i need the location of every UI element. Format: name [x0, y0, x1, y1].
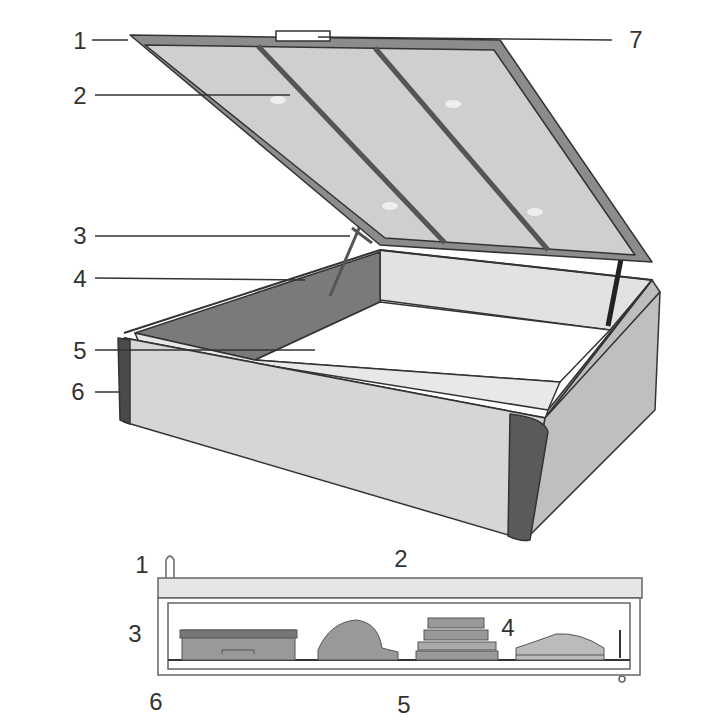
callout-number: 1: [133, 553, 150, 577]
callout-number: 5: [395, 693, 412, 717]
callout-number: 6: [147, 690, 164, 714]
callout-number: 2: [392, 547, 409, 571]
callout-number: 5: [71, 339, 88, 363]
callout-number: 3: [126, 622, 143, 646]
callout-number: 4: [71, 267, 88, 291]
callout-number: 7: [627, 28, 644, 52]
callout-number: 3: [71, 224, 88, 248]
callout-number: 2: [71, 84, 88, 108]
callout-number: 4: [499, 616, 516, 640]
callout-number: 6: [69, 380, 86, 404]
callout-number: 1: [71, 29, 88, 53]
